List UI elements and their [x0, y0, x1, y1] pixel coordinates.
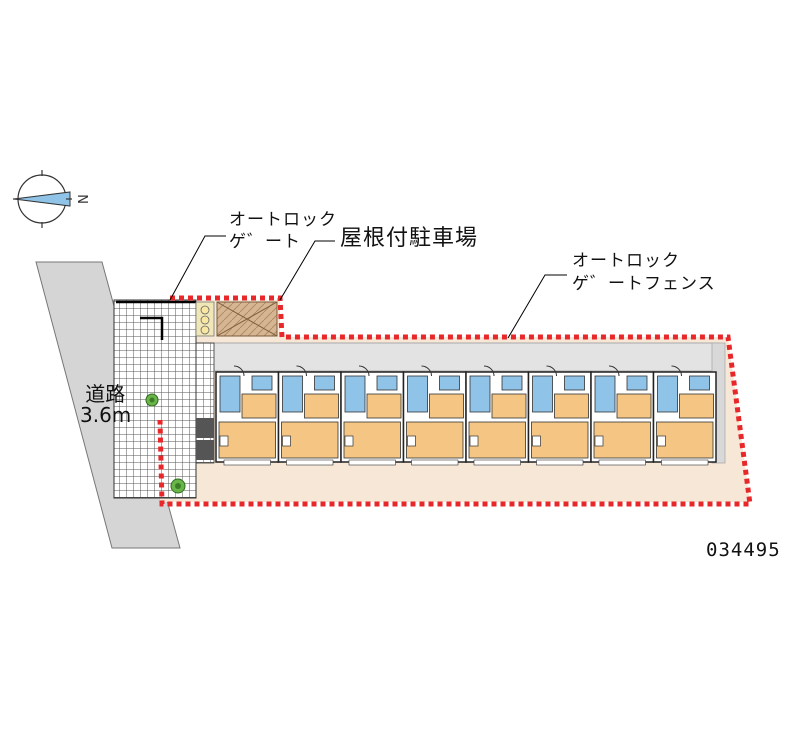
unit-bath [407, 375, 428, 413]
autolock-fence-label: オートロック ゲ゛ートフェンス [572, 252, 716, 293]
tree-icon [170, 478, 186, 494]
apartment-units [215, 365, 717, 466]
unit-door [233, 365, 245, 377]
unit-room [343, 421, 401, 459]
unit-window [407, 435, 416, 447]
unit-balcony [661, 459, 709, 466]
unit-window [532, 435, 541, 447]
unit-room [531, 421, 589, 459]
unit-bath [282, 375, 303, 413]
unit-bath [532, 375, 553, 413]
unit-kitchen [554, 393, 589, 419]
walkway [195, 342, 720, 372]
unit-door [358, 365, 370, 377]
unit-window [282, 435, 291, 447]
mailbox-2 [196, 440, 214, 460]
unit-balcony [223, 459, 271, 466]
unit-balcony [536, 459, 584, 466]
bike-rack-2 [200, 315, 210, 325]
unit-door [546, 365, 557, 377]
compass-icon: N [13, 170, 92, 228]
unit-door [483, 365, 495, 377]
unit-room [281, 421, 339, 459]
unit-wash [689, 375, 710, 391]
parking-cross [216, 301, 278, 337]
unit-room [406, 421, 464, 459]
unit-wash [251, 375, 273, 391]
road-label: 道路 3.6m [80, 384, 131, 426]
unit-room [593, 421, 651, 459]
unit-door [671, 365, 682, 377]
unit-bath [469, 375, 491, 413]
unit-door [421, 365, 432, 377]
leader-autolock-fence [507, 274, 567, 339]
unit-balcony [473, 459, 521, 466]
unit-window [594, 435, 604, 447]
unit-window [469, 435, 479, 447]
unit-bath [219, 375, 241, 413]
autolock-gate-line2: ゲ゛ート [229, 231, 301, 252]
unit-wash [439, 375, 460, 391]
leader-autolock-gate [169, 235, 226, 301]
unit-kitchen [429, 393, 464, 419]
unit-kitchen [616, 393, 652, 419]
unit-door [608, 365, 620, 377]
autolock-gate-line1: オートロック [229, 210, 337, 230]
gate-line [116, 300, 196, 340]
bike-rack-3 [200, 325, 210, 335]
unit-window [344, 435, 354, 447]
unit-room [656, 421, 714, 459]
autolock-fence-line1: オートロック [572, 251, 680, 271]
unit-bath [657, 375, 678, 413]
unit-balcony [598, 459, 646, 466]
unit-wash [501, 375, 523, 391]
unit-kitchen [491, 393, 527, 419]
unit-balcony [348, 459, 396, 466]
bike-rack-1 [200, 305, 210, 315]
unit-balcony [286, 459, 334, 466]
tree-icon [145, 393, 159, 407]
unit-window [657, 435, 666, 447]
unit-wash [376, 375, 398, 391]
road-width: 3.6m [80, 403, 132, 427]
mailbox [196, 418, 214, 438]
unit-room [218, 421, 276, 459]
unit-room [468, 421, 526, 459]
covered-parking-label: 屋根付駐車場 [340, 226, 479, 251]
property-id: 034495 [706, 539, 781, 561]
unit-bath [344, 375, 366, 413]
unit-kitchen [241, 393, 277, 419]
unit-window [219, 435, 229, 447]
north-mark: N [77, 194, 92, 204]
unit-balcony [411, 459, 459, 466]
boundary-fence [157, 295, 753, 507]
unit-wash [314, 375, 335, 391]
unit-wash [564, 375, 585, 391]
road-name: 道路 [85, 382, 126, 406]
unit-door [296, 365, 307, 377]
unit-bath [594, 375, 616, 413]
autolock-fence-line2: ゲ゛ートフェンス [572, 273, 716, 294]
autolock-gate-label: オートロック ゲ゛ート [229, 211, 337, 251]
leader-parking [279, 240, 335, 301]
unit-kitchen [304, 393, 339, 419]
unit-wash [626, 375, 648, 391]
unit-kitchen [366, 393, 402, 419]
unit-kitchen [679, 393, 714, 419]
